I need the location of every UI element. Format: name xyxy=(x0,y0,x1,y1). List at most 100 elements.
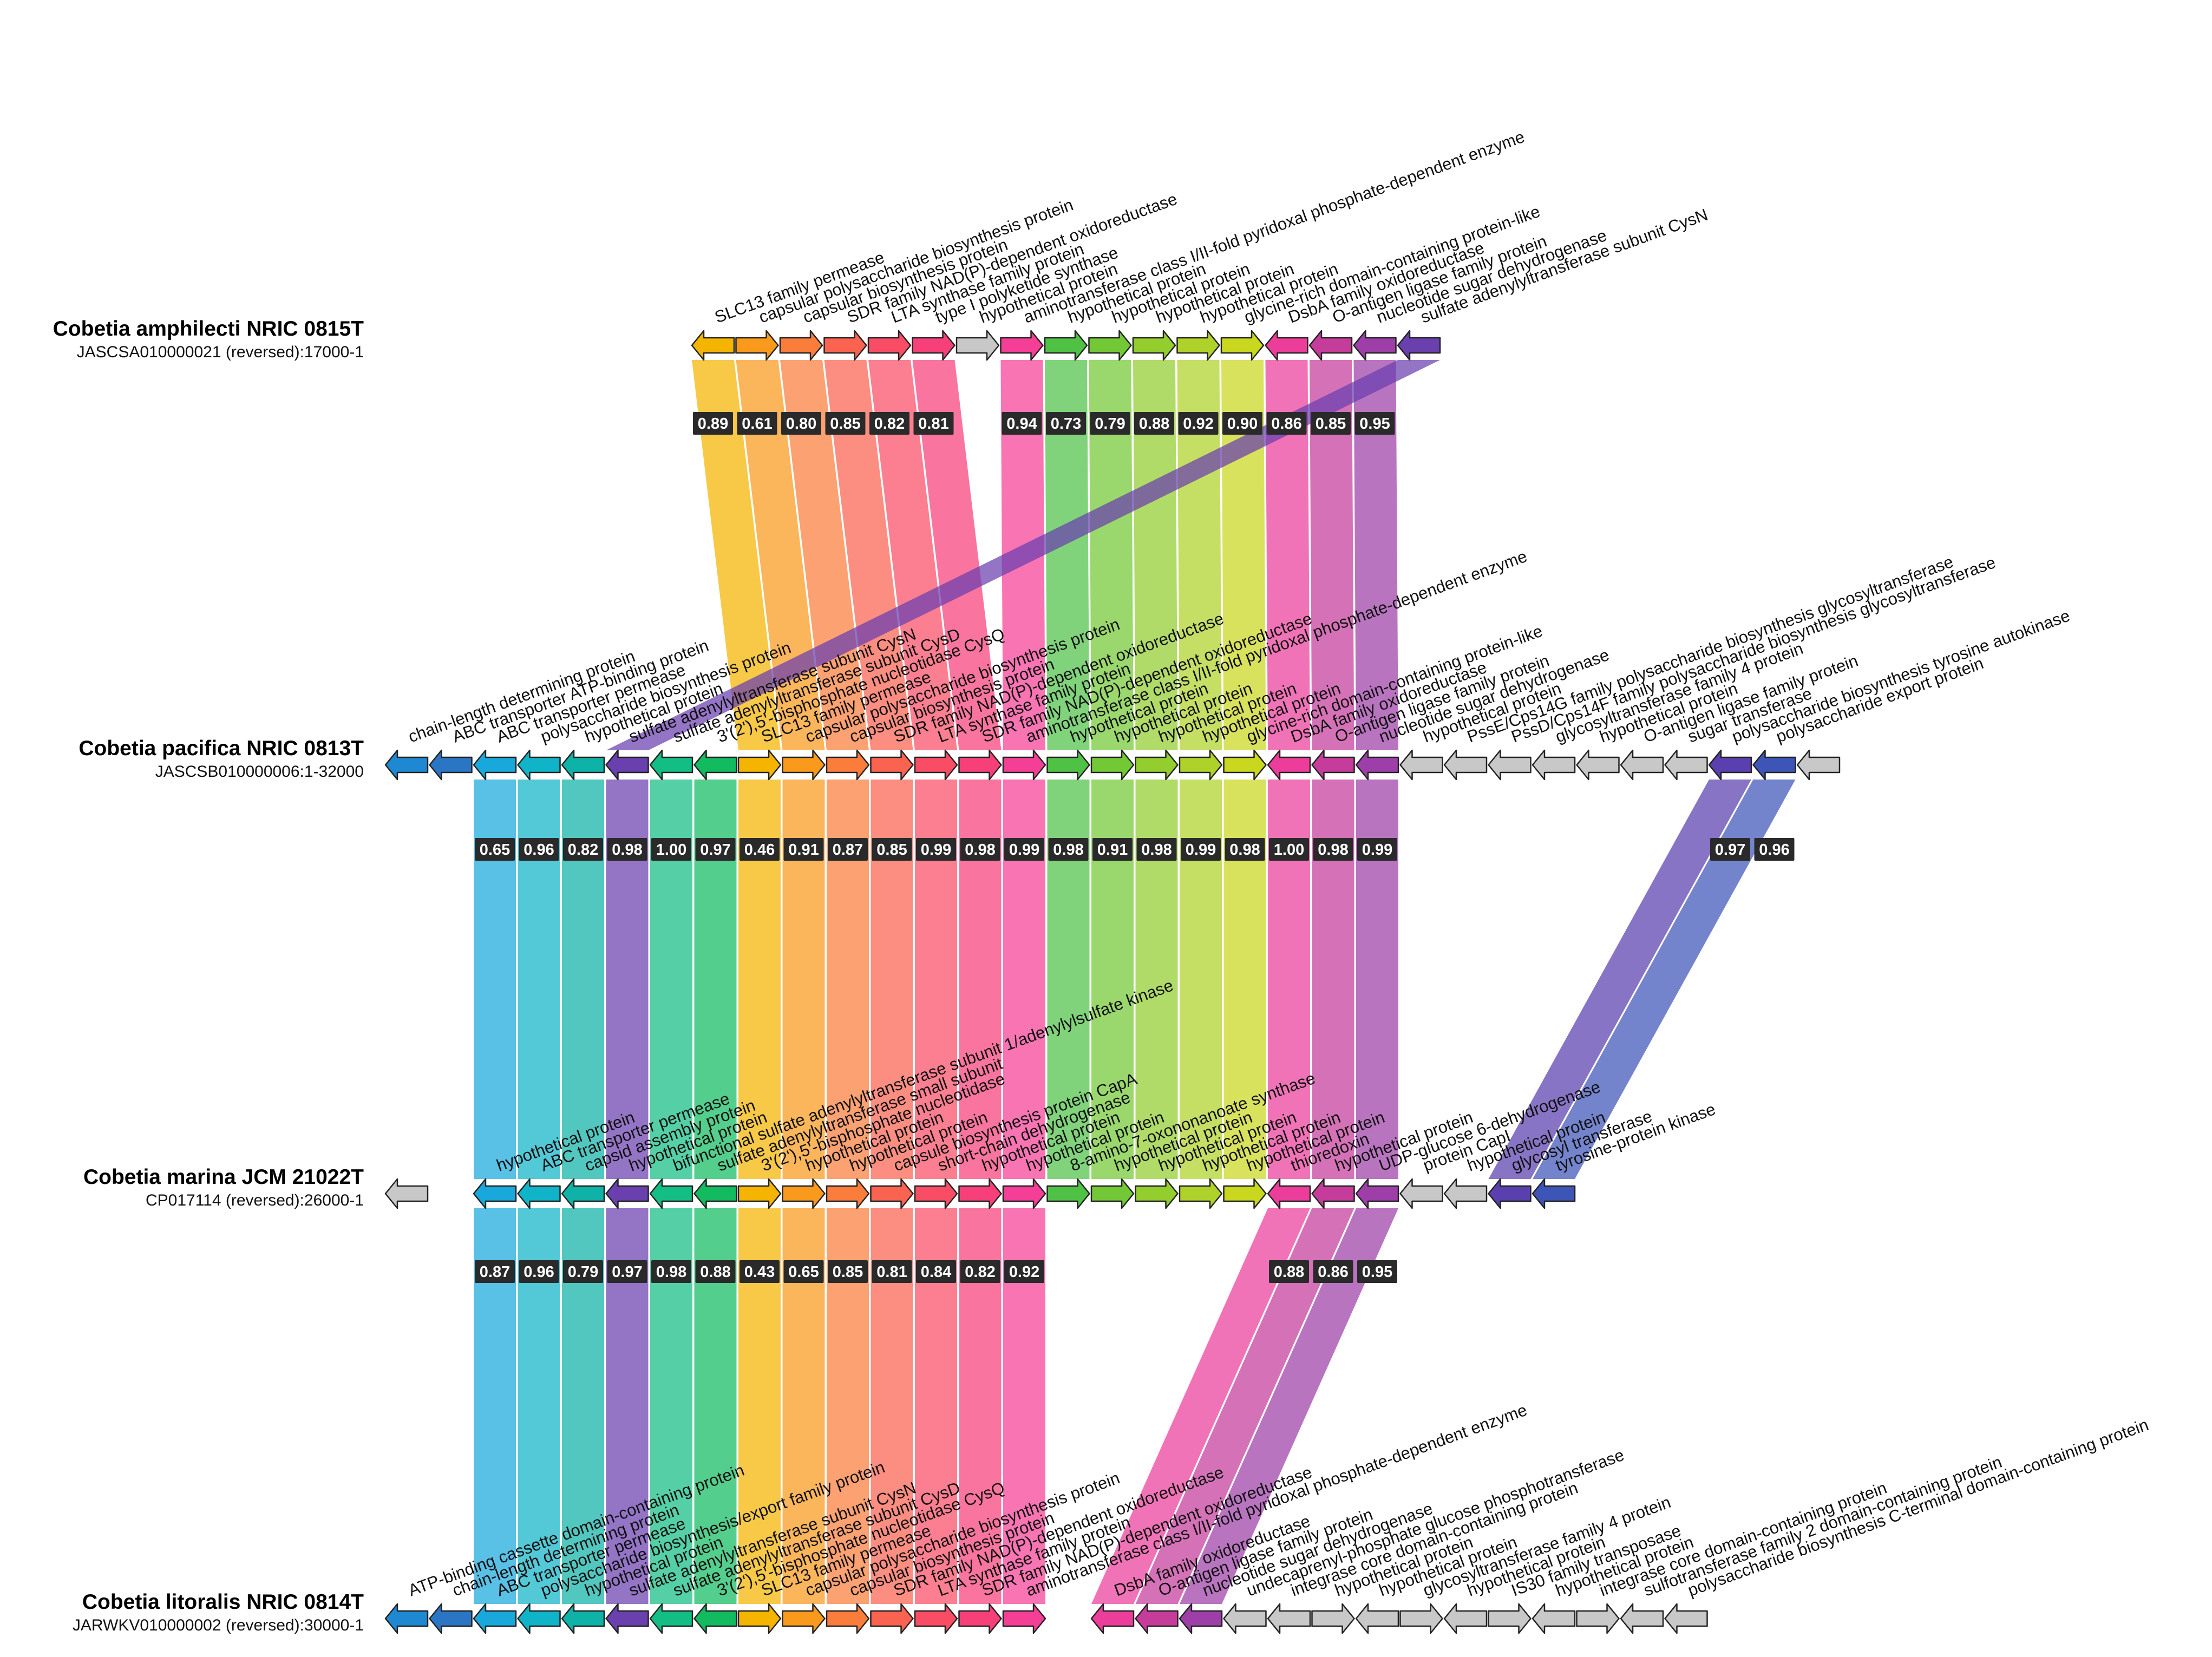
gene-arrow[interactable] xyxy=(1443,749,1488,781)
gene-arrow[interactable] xyxy=(958,1178,1002,1209)
gene-arrow[interactable] xyxy=(870,749,914,781)
gene-arrow[interactable] xyxy=(384,749,429,781)
gene-arrow[interactable] xyxy=(605,749,649,781)
gene-arrow[interactable] xyxy=(823,330,867,361)
gene-arrow[interactable] xyxy=(1620,749,1664,781)
gene-arrow[interactable] xyxy=(384,1178,429,1209)
gene-arrow[interactable] xyxy=(429,1603,473,1634)
gene-arrow[interactable] xyxy=(958,749,1002,781)
gene-arrow[interactable] xyxy=(384,1603,429,1634)
gene-arrow[interactable] xyxy=(1135,1178,1179,1209)
gene-arrow[interactable] xyxy=(1135,1603,1179,1634)
gene-arrow[interactable] xyxy=(914,749,958,781)
gene-arrow[interactable] xyxy=(517,1603,561,1634)
gene-arrow[interactable] xyxy=(1399,1178,1443,1209)
gene-arrow[interactable] xyxy=(1796,749,1841,781)
gene-arrow[interactable] xyxy=(735,330,779,361)
gene-arrow[interactable] xyxy=(1355,749,1399,781)
gene-arrow[interactable] xyxy=(517,1178,561,1209)
gene-arrow[interactable] xyxy=(1132,330,1176,361)
gene-arrow[interactable] xyxy=(737,749,782,781)
gene-arrow[interactable] xyxy=(561,1603,605,1634)
gene-arrow[interactable] xyxy=(1576,749,1620,781)
gene-arrow[interactable] xyxy=(1311,749,1355,781)
gene-arrow[interactable] xyxy=(782,1178,826,1209)
gene-arrow[interactable] xyxy=(1090,1178,1135,1209)
gene-arrow[interactable] xyxy=(517,749,561,781)
gene-arrow[interactable] xyxy=(649,1603,693,1634)
gene-arrow[interactable] xyxy=(1620,1603,1664,1634)
gene-arrow[interactable] xyxy=(429,749,473,781)
gene-arrow[interactable] xyxy=(1576,1603,1620,1634)
gene-arrow[interactable] xyxy=(1664,749,1708,781)
gene-arrow[interactable] xyxy=(1265,330,1308,361)
gene-arrow[interactable] xyxy=(1046,749,1090,781)
gene-arrow[interactable] xyxy=(1355,1603,1399,1634)
gene-arrow[interactable] xyxy=(1443,1603,1488,1634)
gene-arrow[interactable] xyxy=(1179,1178,1223,1209)
gene-arrow[interactable] xyxy=(1088,330,1132,361)
gene-arrow[interactable] xyxy=(1532,749,1576,781)
gene-arrow[interactable] xyxy=(561,1178,605,1209)
gene-arrow[interactable] xyxy=(1488,1178,1532,1209)
gene-arrow[interactable] xyxy=(914,1603,958,1634)
gene-arrow[interactable] xyxy=(1708,749,1752,781)
gene-arrow[interactable] xyxy=(1090,749,1135,781)
gene-arrow[interactable] xyxy=(737,1603,782,1634)
gene-arrow[interactable] xyxy=(691,330,735,361)
gene-arrow[interactable] xyxy=(1397,330,1441,361)
gene-arrow[interactable] xyxy=(826,749,870,781)
gene-arrow[interactable] xyxy=(1002,749,1046,781)
gene-arrow[interactable] xyxy=(1308,330,1353,361)
gene-arrow[interactable] xyxy=(1179,749,1223,781)
gene-arrow[interactable] xyxy=(956,330,1000,361)
gene-arrow[interactable] xyxy=(1532,1603,1576,1634)
gene-arrow[interactable] xyxy=(473,1178,517,1209)
gene-arrow[interactable] xyxy=(1179,1603,1223,1634)
gene-arrow[interactable] xyxy=(1353,330,1397,361)
gene-arrow[interactable] xyxy=(1752,749,1796,781)
gene-arrow[interactable] xyxy=(782,1603,826,1634)
gene-arrow[interactable] xyxy=(1664,1603,1708,1634)
gene-arrow[interactable] xyxy=(867,330,912,361)
gene-arrow[interactable] xyxy=(1223,1603,1267,1634)
gene-arrow[interactable] xyxy=(1267,1178,1311,1209)
gene-arrow[interactable] xyxy=(1090,1603,1135,1634)
gene-arrow[interactable] xyxy=(1044,330,1088,361)
gene-arrow[interactable] xyxy=(1135,749,1179,781)
gene-arrow[interactable] xyxy=(473,749,517,781)
gene-arrow[interactable] xyxy=(779,330,823,361)
gene-arrow[interactable] xyxy=(1223,749,1267,781)
gene-arrow[interactable] xyxy=(1267,1603,1311,1634)
gene-arrow[interactable] xyxy=(473,1603,517,1634)
gene-arrow[interactable] xyxy=(826,1603,870,1634)
gene-arrow[interactable] xyxy=(605,1178,649,1209)
gene-arrow[interactable] xyxy=(605,1603,649,1634)
gene-arrow[interactable] xyxy=(1399,1603,1443,1634)
gene-arrow[interactable] xyxy=(1443,1178,1488,1209)
gene-arrow[interactable] xyxy=(1311,1603,1355,1634)
gene-arrow[interactable] xyxy=(782,749,826,781)
gene-arrow[interactable] xyxy=(649,749,693,781)
gene-arrow[interactable] xyxy=(649,1178,693,1209)
gene-arrow[interactable] xyxy=(912,330,956,361)
gene-arrow[interactable] xyxy=(1002,1178,1046,1209)
gene-arrow[interactable] xyxy=(693,749,737,781)
gene-arrow[interactable] xyxy=(1399,749,1443,781)
gene-arrow[interactable] xyxy=(870,1178,914,1209)
gene-arrow[interactable] xyxy=(1002,1603,1046,1634)
gene-arrow[interactable] xyxy=(1176,330,1220,361)
gene-arrow[interactable] xyxy=(561,749,605,781)
gene-arrow[interactable] xyxy=(1311,1178,1355,1209)
gene-arrow[interactable] xyxy=(737,1178,782,1209)
gene-arrow[interactable] xyxy=(1488,1603,1532,1634)
gene-arrow[interactable] xyxy=(1046,1178,1090,1209)
gene-arrow[interactable] xyxy=(958,1603,1002,1634)
gene-arrow[interactable] xyxy=(1223,1178,1267,1209)
gene-arrow[interactable] xyxy=(1000,330,1044,361)
gene-arrow[interactable] xyxy=(1532,1178,1576,1209)
gene-arrow[interactable] xyxy=(1220,330,1265,361)
gene-arrow[interactable] xyxy=(693,1178,737,1209)
gene-arrow[interactable] xyxy=(1355,1178,1399,1209)
gene-arrow[interactable] xyxy=(870,1603,914,1634)
